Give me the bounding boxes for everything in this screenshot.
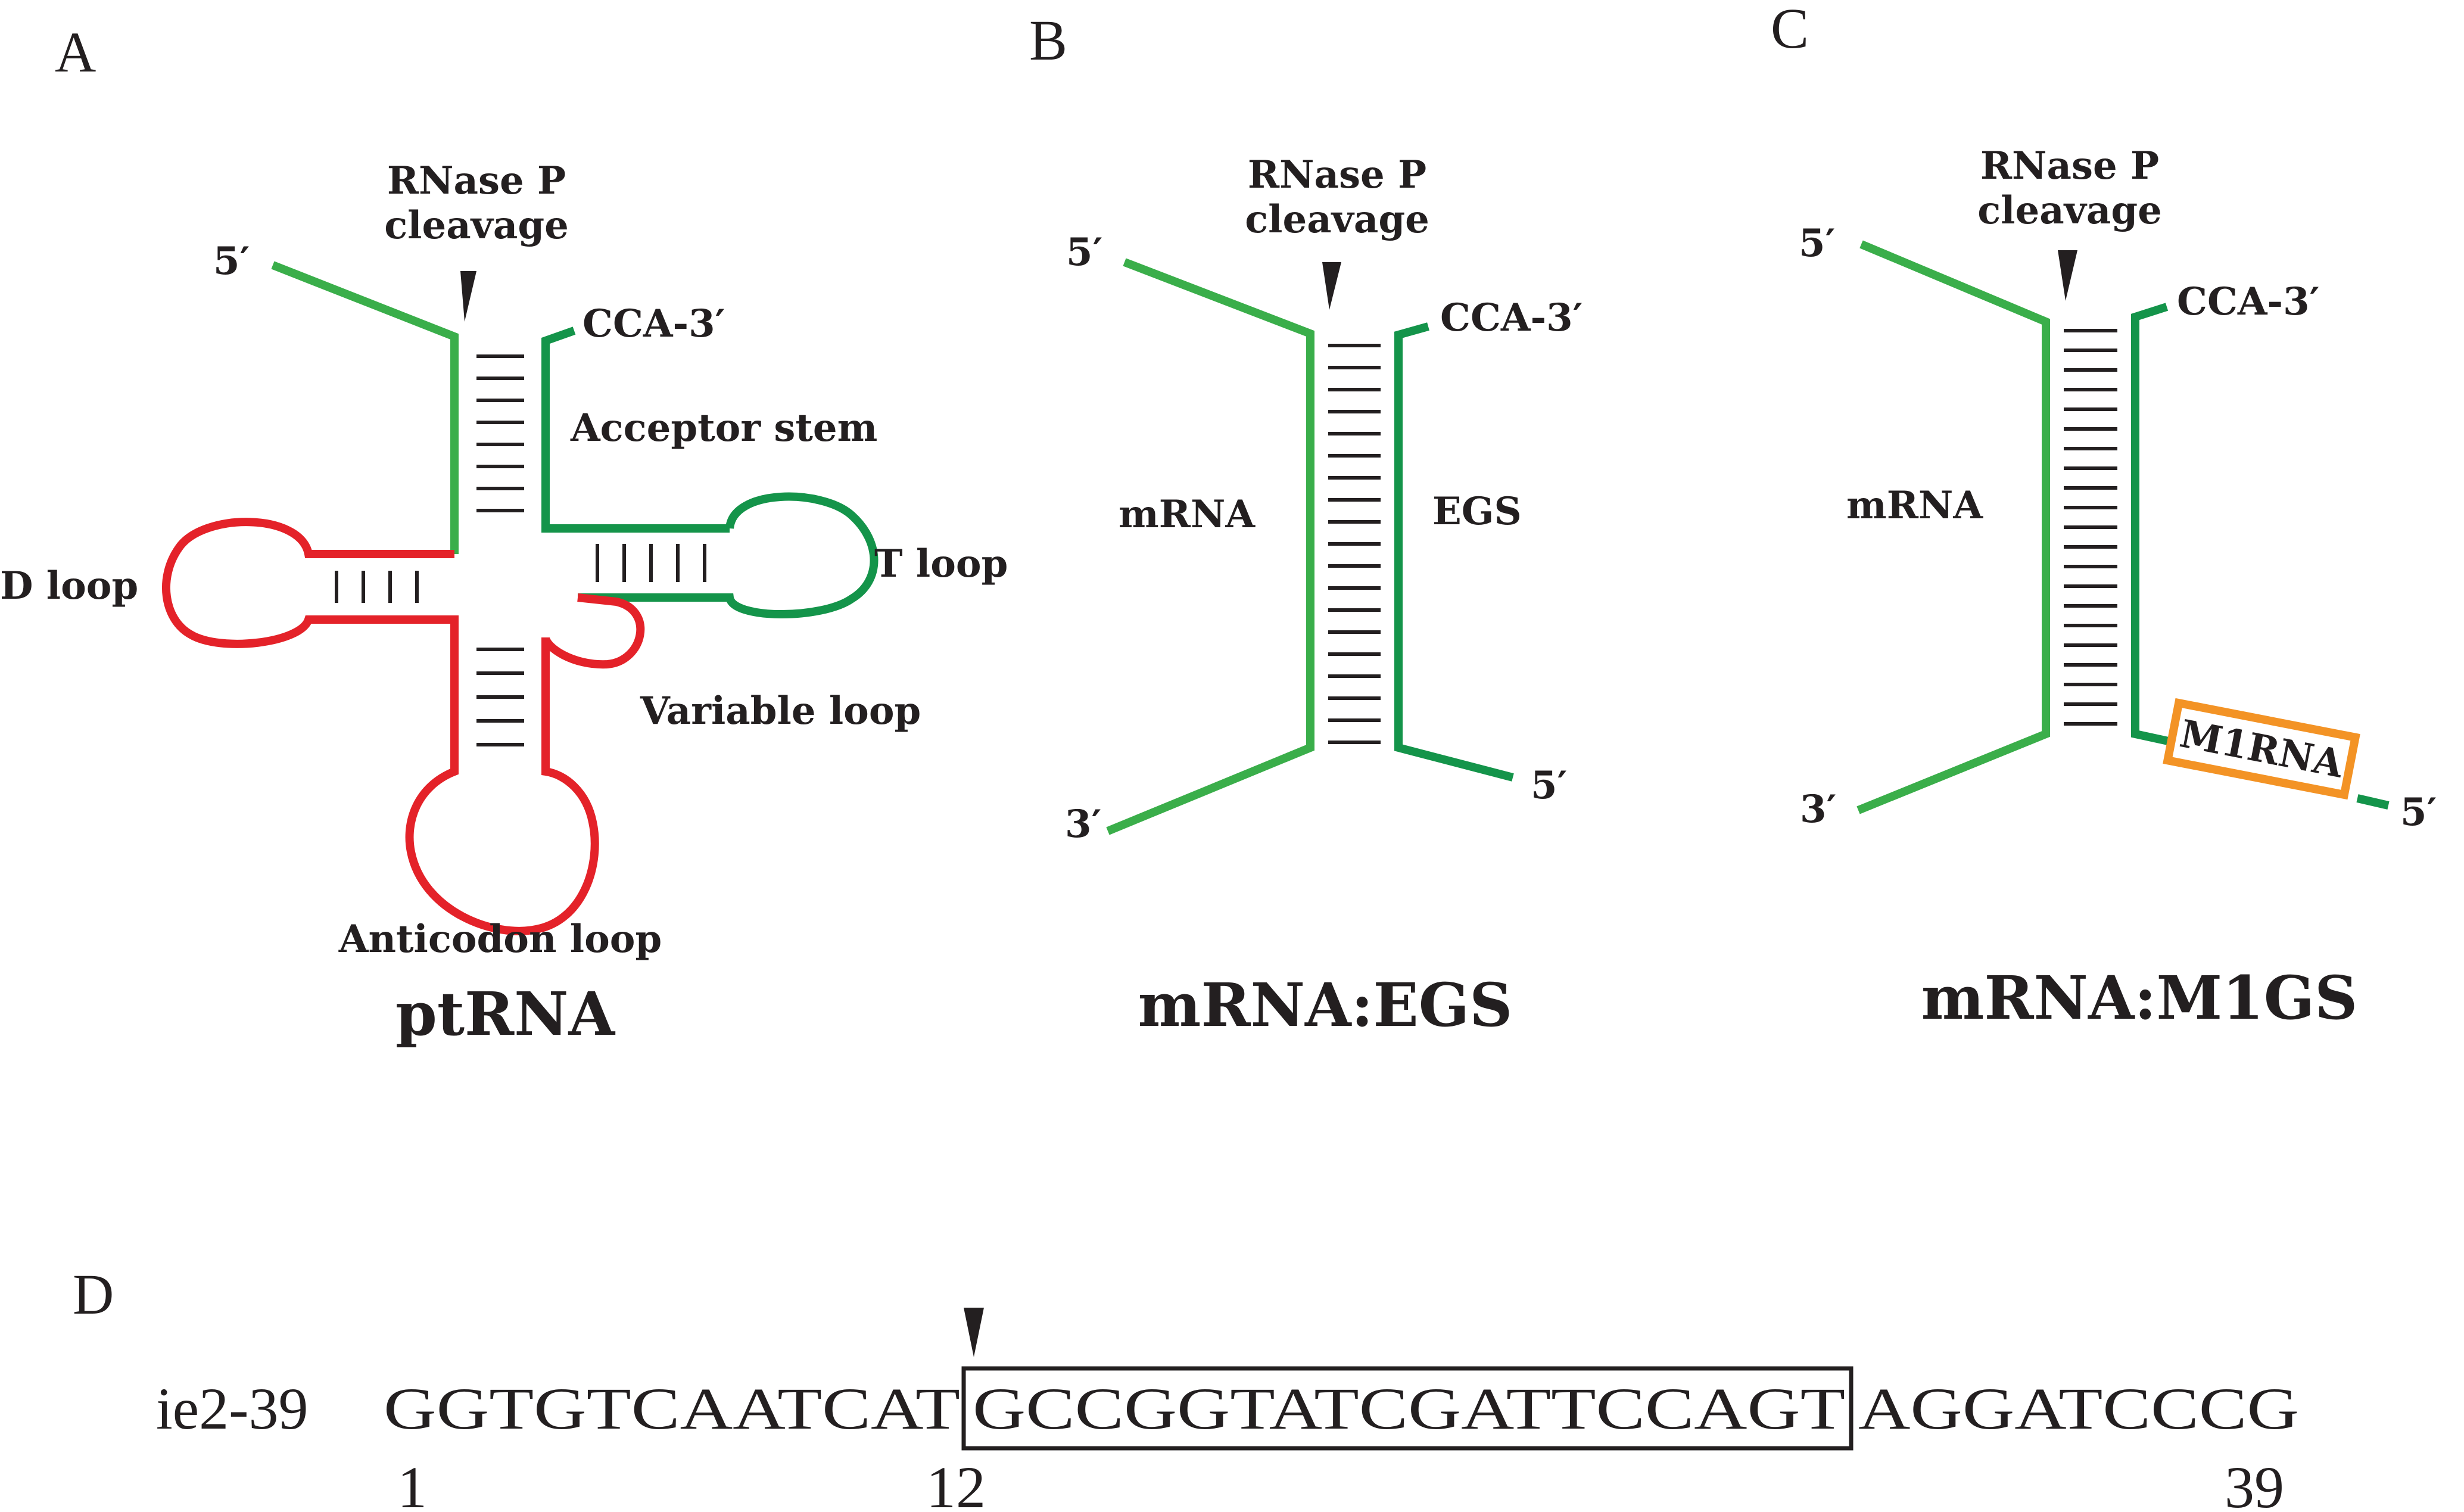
mrna-strand-c — [1856, 240, 2050, 814]
position-cleavage: 12 — [926, 1454, 986, 1512]
five-prime-label-a: 5′ — [213, 239, 250, 284]
m1gs-basepairs — [2064, 329, 2117, 726]
d-loop — [162, 518, 459, 763]
anticodon-loop-label: Anticodon loop — [338, 917, 662, 962]
panel-a: A — [0, 20, 1008, 1049]
five-prime-top-label-b: 5′ — [1066, 230, 1102, 275]
egs-strand — [1394, 322, 1514, 782]
panel-b-title: mRNA:EGS — [1138, 970, 1513, 1040]
m1rna-box — [2163, 698, 2360, 800]
panel-c: C M1RNA — [1771, 0, 2437, 1033]
cleavage-label-line2-b: cleavage — [1245, 197, 1429, 242]
position-start: 1 — [397, 1454, 427, 1512]
panel-d: D ie2-39 GGTGTCAATCAT GCCGGTATCGATTCCAGT… — [73, 1262, 2299, 1512]
panel-b: B RNase P cleavage 5′ — [1029, 8, 1583, 1040]
t-loop — [578, 492, 879, 618]
five-prime-bottom-label-c: 5′ — [2400, 790, 2437, 835]
anticodon-loop — [405, 763, 599, 935]
cleavage-arrowhead-c — [2058, 250, 2077, 301]
acceptor-stem-basepairs — [476, 354, 524, 512]
cleavage-label-line1-a: RNase P — [387, 158, 566, 203]
mrna-label-c: mRNA — [1846, 483, 1983, 528]
ptrna-5prime-strand — [271, 261, 459, 554]
ptrna-acceptor-3prime-strand — [541, 326, 730, 533]
cleavage-label-line1-c: RNase P — [1980, 144, 2159, 188]
sequence-name: ie2-39 — [156, 1376, 308, 1442]
target-sequence-box — [961, 1366, 1854, 1451]
d-stem-basepairs — [335, 571, 419, 603]
cleavage-arrowhead-b — [1322, 262, 1341, 310]
cleavage-arrowhead-d — [964, 1308, 984, 1357]
mrna-label-b: mRNA — [1119, 492, 1256, 537]
position-end: 39 — [2225, 1454, 2284, 1512]
panel-b-letter: B — [1029, 8, 1067, 72]
cleavage-arrowhead-a — [460, 271, 476, 322]
cleavage-label-line2-a: cleavage — [384, 203, 569, 248]
cca-label-c: CCA-3′ — [2177, 279, 2320, 324]
anticodon-stem-basepairs — [476, 648, 524, 746]
sequence-left: GGTGTCAATCAT — [384, 1376, 960, 1442]
d-loop-label: D loop — [0, 564, 138, 608]
three-prime-label-b: 3′ — [1065, 802, 1101, 847]
egs-label: EGS — [1432, 489, 1522, 534]
three-prime-label-c: 3′ — [1800, 787, 1836, 832]
sequence-right: AGGATCCCG — [1858, 1376, 2299, 1442]
variable-loop-label: Variable loop — [640, 689, 921, 733]
sequence-boxed: GCCGGTATCGATTCCAGT — [973, 1376, 1845, 1442]
panel-a-letter: A — [55, 20, 96, 84]
t-stem-basepairs — [596, 544, 706, 582]
five-prime-bottom-label-b: 5′ — [1531, 763, 1567, 808]
panel-a-title: ptRNA — [395, 979, 616, 1049]
t-loop-label: T loop — [874, 542, 1008, 586]
egs-basepairs — [1328, 344, 1381, 744]
five-prime-top-label-c: 5′ — [1799, 221, 1835, 266]
variable-loop — [541, 593, 645, 763]
m1gs-guide-strand — [2131, 303, 2172, 746]
m1gs-tail — [2356, 794, 2390, 810]
cleavage-label-line1-b: RNase P — [1248, 153, 1426, 197]
panel-d-letter: D — [73, 1262, 114, 1326]
cleavage-label-line2-c: cleavage — [1977, 188, 2162, 233]
acceptor-stem-label: Acceptor stem — [570, 406, 877, 450]
panel-c-title: mRNA:M1GS — [1921, 963, 2358, 1033]
mrna-strand-b — [1106, 258, 1314, 835]
panel-c-letter: C — [1771, 0, 1809, 60]
cca-label-b: CCA-3′ — [1440, 295, 1583, 340]
cca-label-a: CCA-3′ — [582, 301, 725, 346]
